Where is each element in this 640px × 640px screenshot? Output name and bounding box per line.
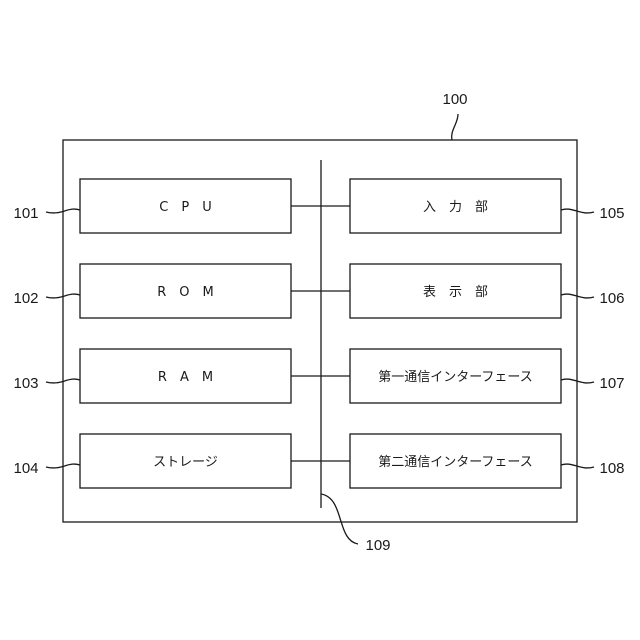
- block-cpu-ref: 101: [13, 205, 38, 222]
- block-display: 表 示 部 106: [321, 264, 625, 318]
- block-input-label: 入 力 部: [423, 200, 488, 215]
- block-display-ref: 106: [599, 290, 624, 307]
- block-cpu: C P U 101: [13, 179, 321, 233]
- block-storage: ストレージ 104: [13, 434, 321, 488]
- block-storage-ref: 104: [13, 460, 38, 477]
- block-display-label: 表 示 部: [423, 285, 488, 300]
- block-input: 入 力 部 105: [321, 179, 625, 233]
- block-second-interface-ref: 108: [599, 460, 624, 477]
- block-first-interface-label: 第一通信インターフェース: [378, 370, 533, 385]
- block-ram: R A M 103: [13, 349, 321, 403]
- block-rom: R O M 102: [13, 264, 321, 318]
- block-first-interface: 第一通信インターフェース 107: [321, 349, 625, 403]
- block-storage-label: ストレージ: [153, 455, 218, 470]
- block-rom-label: R O M: [157, 285, 213, 300]
- block-ram-label: R A M: [158, 370, 213, 385]
- block-ram-ref: 103: [13, 375, 38, 392]
- block-second-interface-label: 第二通信インターフェース: [378, 455, 533, 470]
- system-leader-line: [452, 114, 458, 140]
- block-cpu-label: C P U: [159, 200, 211, 215]
- block-second-interface: 第二通信インターフェース 108: [321, 434, 625, 488]
- system-ref: 100: [442, 91, 467, 108]
- block-first-interface-ref: 107: [599, 375, 624, 392]
- block-rom-ref: 102: [13, 290, 38, 307]
- bus-ref: 109: [365, 537, 390, 554]
- block-input-ref: 105: [599, 205, 624, 222]
